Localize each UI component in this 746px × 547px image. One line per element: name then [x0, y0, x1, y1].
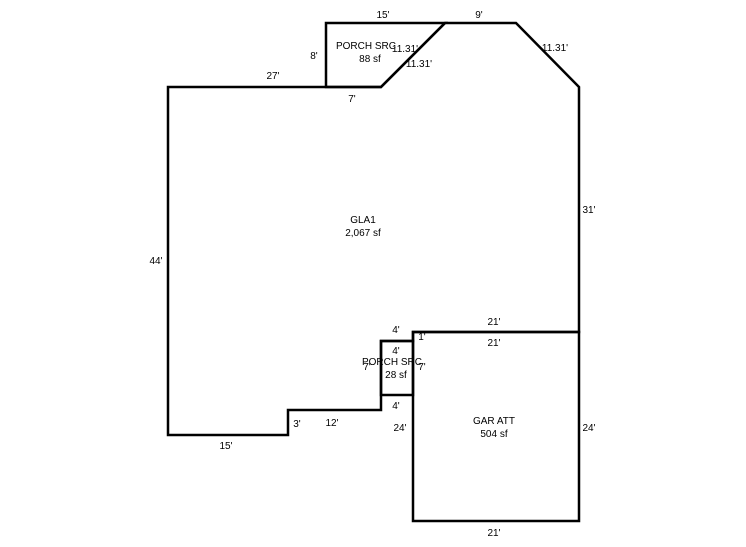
dim-small-porch-right-top: 1' [418, 332, 426, 343]
garage-name: GAR ATT [473, 416, 515, 427]
garage-outline [411, 330, 581, 523]
dim-step-horizontal: 12' [325, 418, 338, 429]
gla1-name: GLA1 [350, 215, 376, 226]
dim-garage-left: 24' [393, 423, 406, 434]
dim-roof-top-width: 9' [475, 10, 483, 21]
porch-small-size: 28 sf [385, 370, 407, 381]
dim-porch-diag-b: 11.31' [406, 59, 432, 70]
porch-small-name: PORCH SRC [362, 357, 422, 368]
dim-porch-top-width: 15' [376, 10, 389, 21]
dim-small-porch-inner-top: 4' [392, 346, 400, 357]
dim-porch-bottom: 7' [348, 94, 356, 105]
porch-top-size: 88 sf [359, 54, 381, 65]
dim-garage-top-inner: 21' [487, 338, 500, 349]
garage-size: 504 sf [480, 429, 507, 440]
porch-top-name: PORCH SRC [336, 41, 396, 52]
dim-garage-top-outer: 21' [487, 317, 500, 328]
dim-bottom-left: 15' [219, 441, 232, 452]
dim-right-diag: 11.31' [542, 43, 568, 54]
dim-house-left: 44' [149, 256, 162, 267]
porch-top-outline [324, 21, 449, 89]
dim-porch-left: 8' [310, 51, 318, 62]
dim-small-porch-top: 4' [392, 325, 400, 336]
dim-small-porch-inner-bottom: 4' [392, 401, 400, 412]
dim-small-porch-left: 7' [363, 362, 371, 373]
dim-garage-bottom: 21' [487, 528, 500, 539]
dim-small-porch-right: 7' [418, 362, 426, 373]
dim-house-right: 31' [582, 205, 595, 216]
dim-step-vertical: 3' [293, 419, 301, 430]
dim-garage-right: 24' [582, 423, 595, 434]
gla1-size: 2,067 sf [345, 228, 381, 239]
dim-porch-diag-a: 11.31' [392, 44, 418, 55]
dim-house-top: 27' [266, 71, 279, 82]
